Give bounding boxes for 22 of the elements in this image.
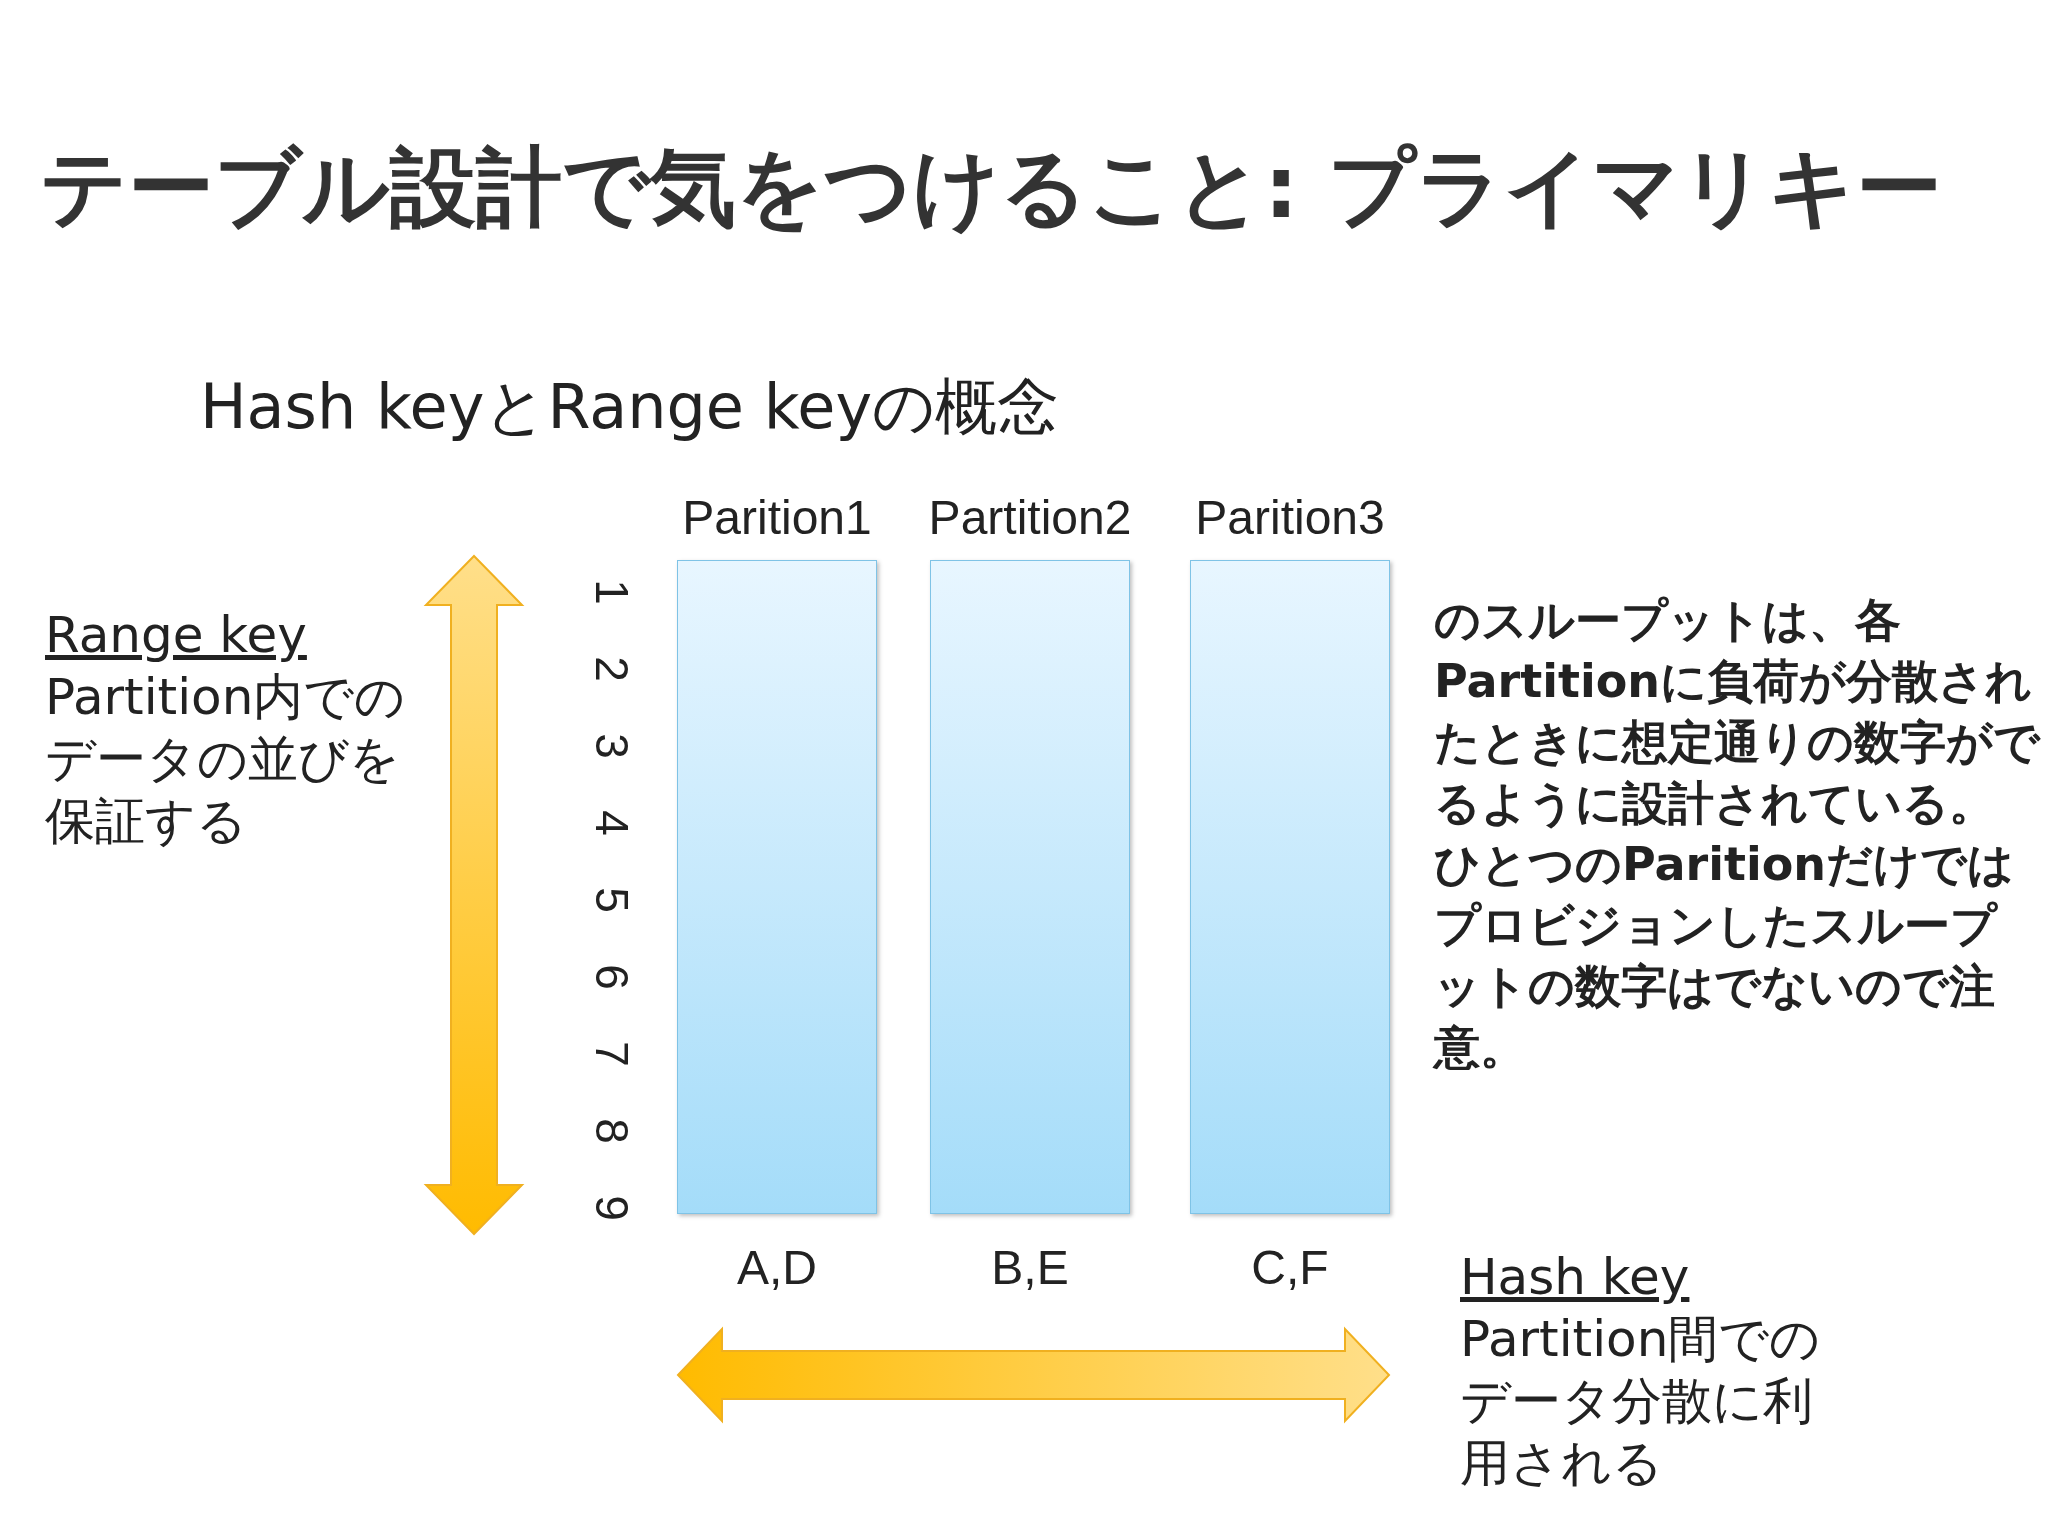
row-number: 6 bbox=[585, 963, 639, 992]
partition-keys: A,D bbox=[677, 1240, 877, 1295]
row-number: 3 bbox=[585, 732, 639, 761]
partition-heading: Parition1 bbox=[681, 490, 873, 545]
partition-heading: Partition2 bbox=[927, 490, 1133, 545]
key-description: Partition内でのデータの並びを保証する bbox=[45, 667, 407, 852]
row-number: 1 bbox=[585, 578, 639, 607]
row-number: 9 bbox=[585, 1194, 639, 1223]
key-heading: Range key bbox=[45, 605, 307, 666]
row-number: 7 bbox=[585, 1040, 639, 1069]
slide-title: テーブル設計で気をつけること: プライマリキー bbox=[40, 136, 1943, 239]
row-number: 8 bbox=[585, 1117, 639, 1146]
key-heading: Hash key bbox=[1460, 1247, 1690, 1308]
note-text: のスループットは、各Partitionに負荷が分散されたときに想定通りの数字がでるように設計されている。ひとつのParitionだけではプロビジョンしたスループットの数字はでないので注意。 bbox=[1434, 592, 2040, 1076]
subtitle: Hash keyとRange keyの概念 bbox=[200, 369, 1060, 445]
partition-keys: B,E bbox=[930, 1240, 1130, 1295]
row-number: 4 bbox=[585, 809, 639, 838]
partition-heading: Parition3 bbox=[1194, 490, 1386, 545]
row-number: 2 bbox=[585, 655, 639, 684]
row-number: 5 bbox=[585, 886, 639, 915]
partition-keys: C,F bbox=[1190, 1240, 1390, 1295]
key-description: Partition間でのデータ分散に利用される bbox=[1460, 1309, 1822, 1494]
